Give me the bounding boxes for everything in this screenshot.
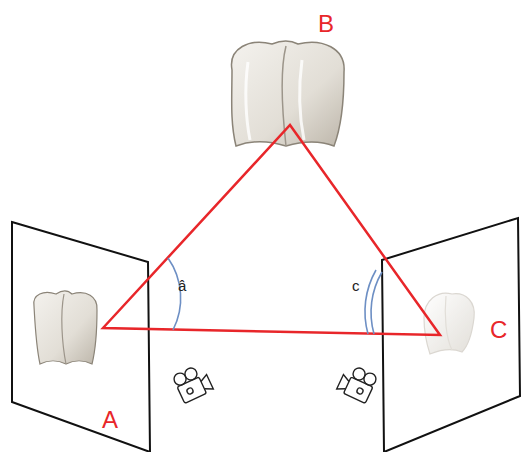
tooth-image <box>34 291 97 364</box>
angle-arc <box>371 272 382 334</box>
angle-arc <box>168 258 181 330</box>
camera-icon <box>336 363 378 404</box>
point-label: A <box>102 408 118 432</box>
triangulation-triangle <box>103 125 440 335</box>
tooth-illustration <box>232 41 345 146</box>
angle-label: c <box>352 278 360 293</box>
angle-label: â <box>178 278 186 293</box>
point-label: C <box>490 318 507 342</box>
image-plane <box>12 222 150 452</box>
camera-icon <box>172 363 214 404</box>
angle-arc <box>365 270 376 334</box>
point-label: B <box>318 12 334 36</box>
